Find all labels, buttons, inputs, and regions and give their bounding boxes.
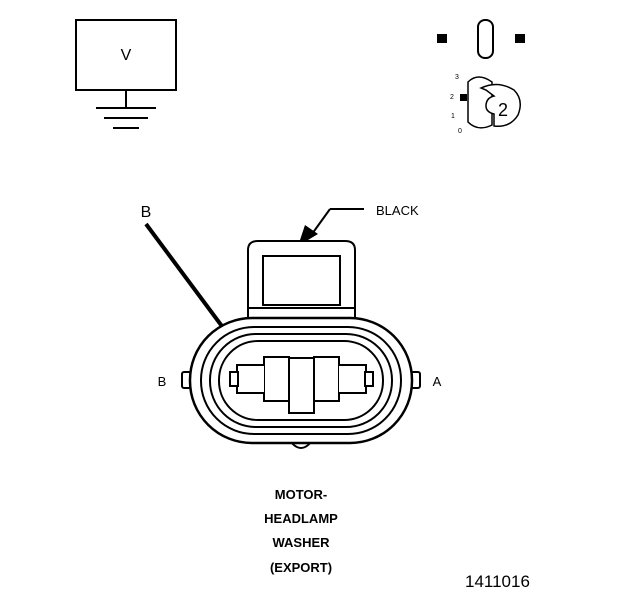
- terminal-view: 3 2 1 0 2: [437, 19, 525, 135]
- seal-ring-1: [200, 326, 402, 435]
- cavity-label-b: B: [158, 374, 167, 389]
- meter-box: V: [75, 19, 177, 129]
- rotor-disc: [467, 76, 493, 129]
- latch-tab: [247, 240, 356, 318]
- position-label-2: 2: [450, 94, 454, 101]
- caption-line-4: (EXPORT): [270, 560, 332, 575]
- position-label-3: 3: [455, 74, 459, 81]
- ground-icon: [96, 107, 156, 129]
- left-terminal-square: [437, 34, 447, 43]
- key-number: 2: [498, 100, 508, 120]
- blade-terminal: [477, 19, 494, 59]
- position-label-1: 1: [451, 113, 455, 120]
- connector-body: [181, 240, 421, 449]
- caption: MOTOR- HEADLAMP WASHER (EXPORT): [264, 487, 338, 575]
- key-shape: [479, 83, 521, 128]
- position-label-0: 0: [458, 128, 462, 135]
- figure-number: 1411016: [465, 572, 530, 591]
- cavity-b: [229, 356, 290, 402]
- caption-line-3: WASHER: [272, 535, 330, 550]
- wire-color-label: BLACK: [376, 203, 419, 218]
- seal-ring-3: [218, 340, 384, 421]
- right-terminal-square: [515, 34, 525, 43]
- caption-line-1: MOTOR-: [275, 487, 327, 502]
- caption-line-2: HEADLAMP: [264, 511, 338, 526]
- position-marker: [460, 94, 467, 101]
- latch-window: [262, 255, 341, 306]
- callout-letter: B: [141, 204, 152, 221]
- cavity-a: [313, 356, 374, 402]
- wire-color-callout: BLACK: [298, 203, 419, 246]
- seal-ring-2: [209, 333, 393, 428]
- meter-symbol: V: [121, 47, 132, 64]
- center-divider: [288, 357, 315, 414]
- cavity-label-a: A: [433, 374, 442, 389]
